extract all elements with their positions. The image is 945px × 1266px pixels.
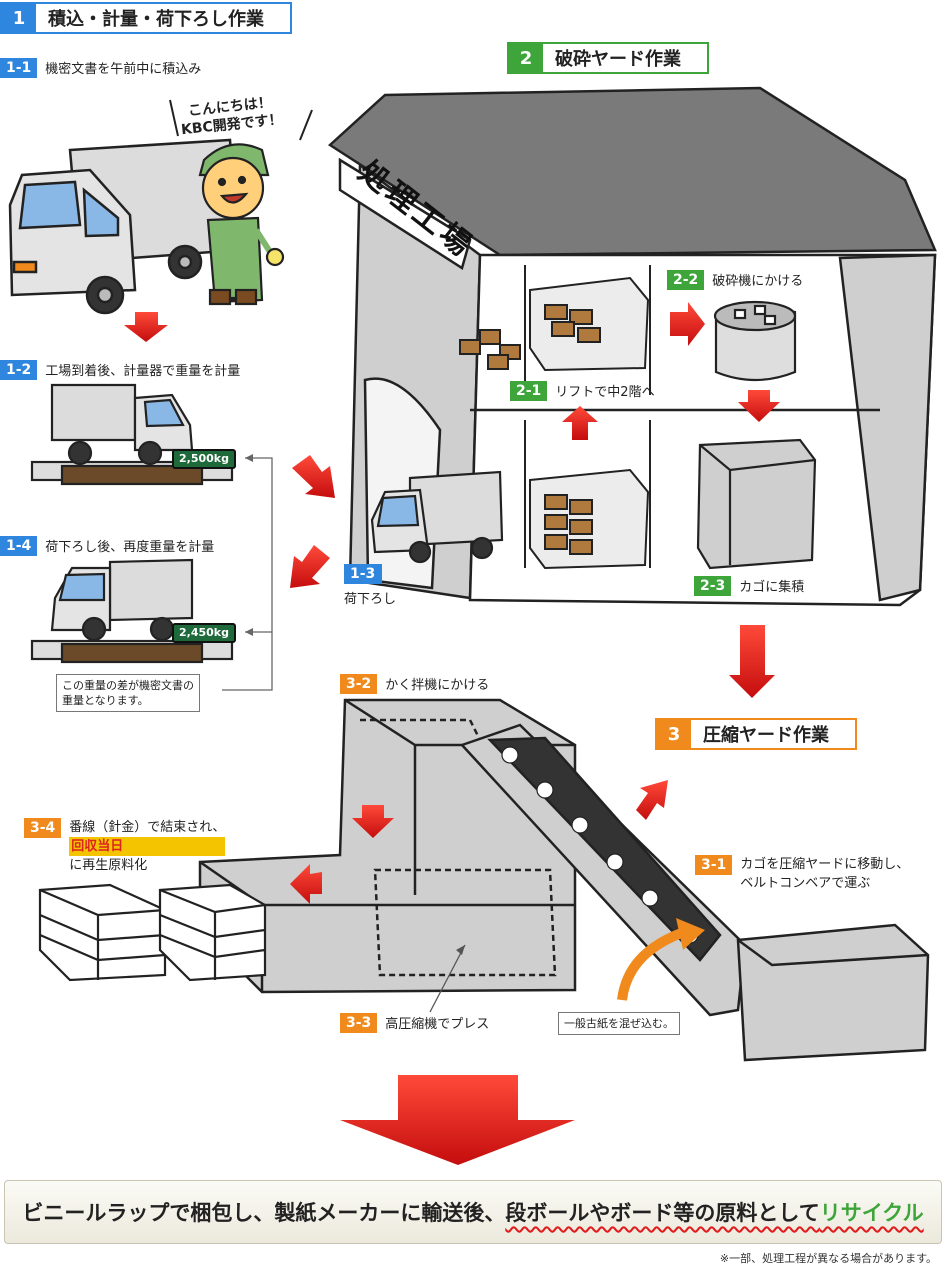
delivery-truck-illustration bbox=[8, 138, 240, 315]
section-2-title: 破砕ヤード作業 bbox=[555, 49, 681, 70]
arrow-to-crusher bbox=[670, 302, 705, 346]
weight-diff-note: この重量の差が機密文書の 重量となります。 bbox=[56, 674, 200, 712]
banner-part1: ビニールラップで梱包し、製紙メーカーに輸送後、 bbox=[22, 1201, 506, 1225]
section-3-number: 3 bbox=[657, 720, 691, 748]
step-3-2-tag: 3-2 bbox=[340, 674, 378, 694]
arrow-to-basket bbox=[738, 390, 780, 422]
step-1-2-text: 工場到着後、計量器で重量を計量 bbox=[45, 364, 241, 379]
factory-truck bbox=[370, 470, 504, 564]
step-1-1: 1-1 機密文書を午前中に積込み bbox=[0, 58, 201, 78]
step-3-3-text: 高圧縮機でプレス bbox=[385, 1017, 490, 1032]
step-2-2: 2-2 破砕機にかける bbox=[667, 270, 803, 290]
recycle-banner: ビニールラップで梱包し、製紙メーカーに輸送後、段ボールやボード等の原料としてリサ… bbox=[4, 1180, 942, 1244]
step-3-3-tag: 3-3 bbox=[340, 1013, 378, 1033]
step-1-4-text: 荷下ろし後、再度重量を計量 bbox=[45, 540, 215, 555]
arrow-to-factory bbox=[292, 455, 335, 498]
step-2-1-text: リフトで中2階へ bbox=[555, 385, 655, 400]
belt-conveyor bbox=[459, 723, 747, 1017]
banner-part2: 段ボールやボード等の原料として bbox=[505, 1201, 820, 1225]
weight-diff-line1: この重量の差が機密文書の bbox=[62, 679, 194, 692]
step-3-4: 3-4 番線（針金）で結束され、 回収当日に再生原料化 bbox=[24, 818, 226, 875]
step-3-2-text: かく拌機にかける bbox=[385, 678, 490, 693]
crusher-machine bbox=[713, 300, 797, 382]
scale-reading-2: 2,450kg bbox=[172, 623, 236, 643]
step-3-4-line1: 番線（針金）で結束され、 bbox=[69, 820, 226, 835]
step-1-1-tag: 1-1 bbox=[0, 58, 38, 78]
step-1-1-text: 機密文書を午前中に積込み bbox=[45, 62, 202, 77]
footnote: ※一部、処理工程が異なる場合があります。 bbox=[719, 1252, 937, 1265]
step-2-1: 2-1 リフトで中2階へ bbox=[510, 381, 655, 401]
lift-equipment bbox=[459, 265, 651, 570]
step-3-4-line2: に再生原料化 bbox=[69, 858, 148, 873]
step-2-3: 2-3 カゴに集積 bbox=[694, 576, 804, 596]
arrow-to-recycle bbox=[340, 1075, 575, 1165]
section-1-title: 積込・計量・荷下ろし作業 bbox=[48, 9, 264, 30]
step-3-4-tag: 3-4 bbox=[24, 818, 62, 838]
section-3-title: 圧縮ヤード作業 bbox=[703, 725, 829, 746]
paper-bales bbox=[38, 883, 267, 982]
banner-part3: リサイクル bbox=[819, 1201, 924, 1225]
step-2-3-text: カゴに集積 bbox=[739, 580, 805, 595]
mix-arrow bbox=[617, 925, 692, 1001]
step-2-1-tag: 2-1 bbox=[510, 381, 548, 401]
step-1-3-text: 荷下ろし bbox=[344, 592, 397, 607]
step-3-1: 3-1 カゴを圧縮ヤードに移動し、 ベルトコンベアで運ぶ bbox=[695, 855, 909, 893]
step-1-4: 1-4 荷下ろし後、再度重量を計量 bbox=[0, 536, 214, 556]
scale-reading-1: 2,500kg bbox=[172, 449, 236, 469]
scale-truck-2 bbox=[30, 558, 234, 664]
step-1-2-tag: 1-2 bbox=[0, 360, 38, 380]
step-1-4-tag: 1-4 bbox=[0, 536, 38, 556]
step-3-4-highlight: 回収当日 bbox=[69, 837, 226, 856]
step-3-1-line1: カゴを圧縮ヤードに移動し、 bbox=[740, 857, 910, 872]
section-2-header: 2 破砕ヤード作業 bbox=[507, 42, 709, 74]
step-1-3-tag: 1-3 bbox=[344, 564, 382, 584]
step-3-1-tag: 3-1 bbox=[695, 855, 733, 875]
section-3-header: 3 圧縮ヤード作業 bbox=[655, 718, 857, 750]
compression-basket bbox=[736, 923, 930, 1062]
step-2-3-tag: 2-3 bbox=[694, 576, 732, 596]
step-3-3: 3-3 高圧縮機でプレス bbox=[340, 1013, 489, 1033]
arrow-lift-up bbox=[562, 406, 598, 440]
arrow-into-press bbox=[352, 805, 394, 838]
step-2-2-text: 破砕機にかける bbox=[712, 274, 804, 289]
arrow-down-to-compression bbox=[729, 625, 775, 698]
section-2-number: 2 bbox=[509, 44, 543, 72]
worker-illustration bbox=[198, 143, 285, 306]
arrow-from-factory bbox=[290, 545, 330, 588]
section-1-number: 1 bbox=[2, 4, 36, 32]
section-1-header: 1 積込・計量・荷下ろし作業 bbox=[0, 2, 292, 34]
step-2-2-tag: 2-2 bbox=[667, 270, 705, 290]
scale-truck-1 bbox=[30, 383, 234, 486]
collection-basket bbox=[696, 438, 817, 570]
step-3-2: 3-2 かく拌機にかける bbox=[340, 674, 489, 694]
step-1-2: 1-2 工場到着後、計量器で重量を計量 bbox=[0, 360, 240, 380]
arrow-down-1 bbox=[124, 312, 168, 342]
arrow-to-conveyor bbox=[636, 780, 668, 820]
step-1-3: 1-3 荷下ろし bbox=[344, 564, 396, 607]
step-3-1-line2: ベルトコンベアで運ぶ bbox=[740, 876, 871, 891]
arrow-to-bales bbox=[290, 864, 322, 904]
mix-paper-note: 一般古紙を混ぜ込む。 bbox=[558, 1012, 680, 1035]
weight-diff-line2: 重量となります。 bbox=[62, 694, 149, 707]
